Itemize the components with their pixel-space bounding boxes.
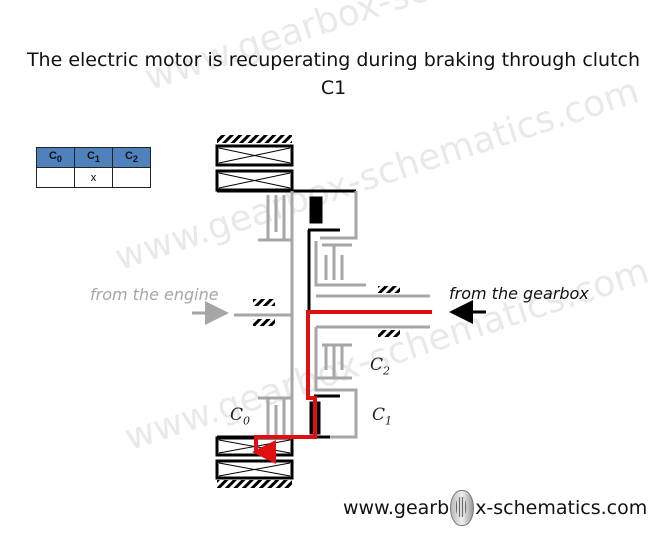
clutch-c1-label: C1 [372, 405, 393, 428]
clutch-engagement-table: C0 C1 C2 x [36, 147, 151, 188]
from-engine-label: from the engine [90, 285, 219, 304]
engine-side-structure [234, 191, 430, 439]
page-title: The electric motor is recuperating durin… [0, 46, 667, 102]
bearing-icon [450, 490, 475, 526]
bearing-hatch-gearbox-bottom [378, 330, 400, 337]
bearing-hatch-gearbox-top [378, 286, 400, 293]
clutch-c0-label: C0 [230, 405, 251, 428]
clutch-c2-label: C2 [370, 355, 391, 378]
from-gearbox-label: from the gearbox [449, 284, 589, 303]
housing-hatch-bottom [217, 480, 292, 488]
title-line-1: The electric motor is recuperating durin… [26, 49, 641, 71]
active-parts [307, 196, 340, 439]
table-row: x [36, 167, 151, 188]
title-line-2: C1 [320, 77, 347, 99]
housing-hatch-top [217, 135, 292, 143]
motor-stator-top [215, 144, 294, 192]
power-flow-path [252, 310, 432, 464]
footer-text-left: www.gearb [343, 497, 450, 519]
footer-website: www.gearb x-schematics.com [343, 490, 647, 526]
bearing-hatch-engine-top [253, 299, 275, 306]
footer-text-right: x-schematics.com [475, 497, 648, 519]
cell-c2 [112, 167, 151, 188]
bearing-hatch-engine-bottom [253, 319, 275, 326]
